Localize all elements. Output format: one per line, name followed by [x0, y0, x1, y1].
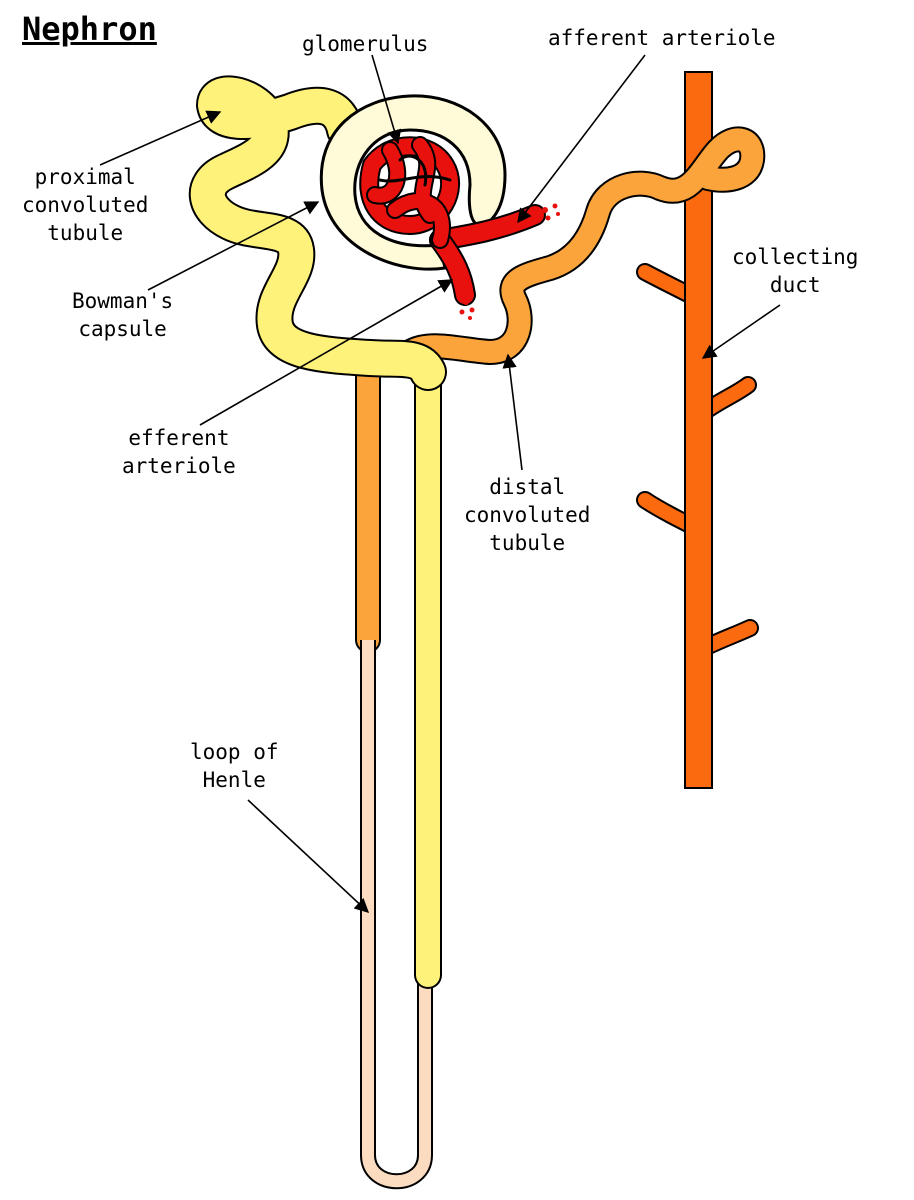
label-collecting-duct: collecting duct [732, 245, 859, 297]
collecting-duct-shape [636, 71, 759, 789]
diagram-title: Nephron [22, 10, 157, 48]
proximal-tubule-leader-line [99, 110, 222, 166]
distal-tubule-shape [397, 126, 766, 365]
glomerulus-shape [359, 136, 560, 320]
label-efferent-arteriole: efferent arteriole [122, 426, 236, 478]
label-proximal-convoluted-tubule: proximal convoluted tubule [22, 165, 149, 245]
afferent-arteriole-leader-line [517, 54, 646, 224]
label-glomerulus: glomerulus [302, 32, 429, 56]
bowmans-capsule-leader-line [147, 201, 320, 291]
collecting-duct-leader-line [701, 304, 781, 359]
label-loop-of-henle: loop of Henle [190, 740, 279, 792]
efferent-arteriole-leader-line [199, 279, 454, 426]
glomerulus-leader-line [371, 54, 402, 145]
leader-lines [99, 54, 781, 913]
label-distal-convoluted-tubule: distal convoluted tubule [464, 475, 591, 555]
distal-tubule-leader-line [502, 353, 523, 471]
proximal-tubule-shape [188, 75, 447, 391]
label-bowmans-capsule: Bowman's capsule [72, 289, 174, 341]
loop-of-henle-shape [355, 341, 442, 1190]
loop-of-henle-leader-line [247, 799, 370, 913]
label-afferent-arteriole: afferent arteriole [548, 26, 776, 50]
